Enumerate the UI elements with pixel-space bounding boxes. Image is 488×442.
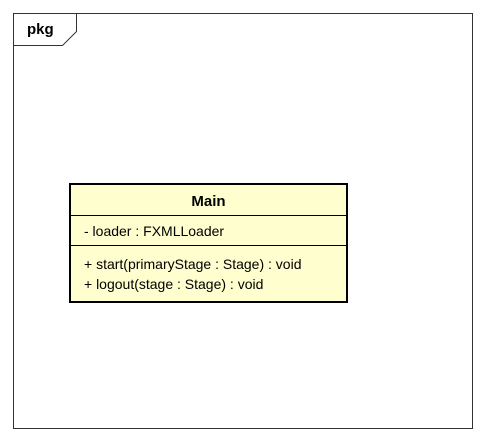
package-tab-outline bbox=[13, 13, 77, 46]
class-name: Main bbox=[71, 185, 346, 216]
attributes-compartment: - loader : FXMLLoader bbox=[71, 216, 346, 246]
attribute-loader: - loader : FXMLLoader bbox=[84, 223, 225, 239]
package-frame bbox=[13, 13, 473, 429]
class-box-main[interactable]: Main - loader : FXMLLoader + start(prima… bbox=[69, 183, 348, 303]
operation-start: + start(primaryStage : Stage) : void bbox=[84, 256, 302, 272]
package-tab: pkg bbox=[13, 13, 77, 46]
package-name: pkg bbox=[27, 21, 54, 38]
operation-logout: + logout(stage : Stage) : void bbox=[84, 276, 264, 292]
